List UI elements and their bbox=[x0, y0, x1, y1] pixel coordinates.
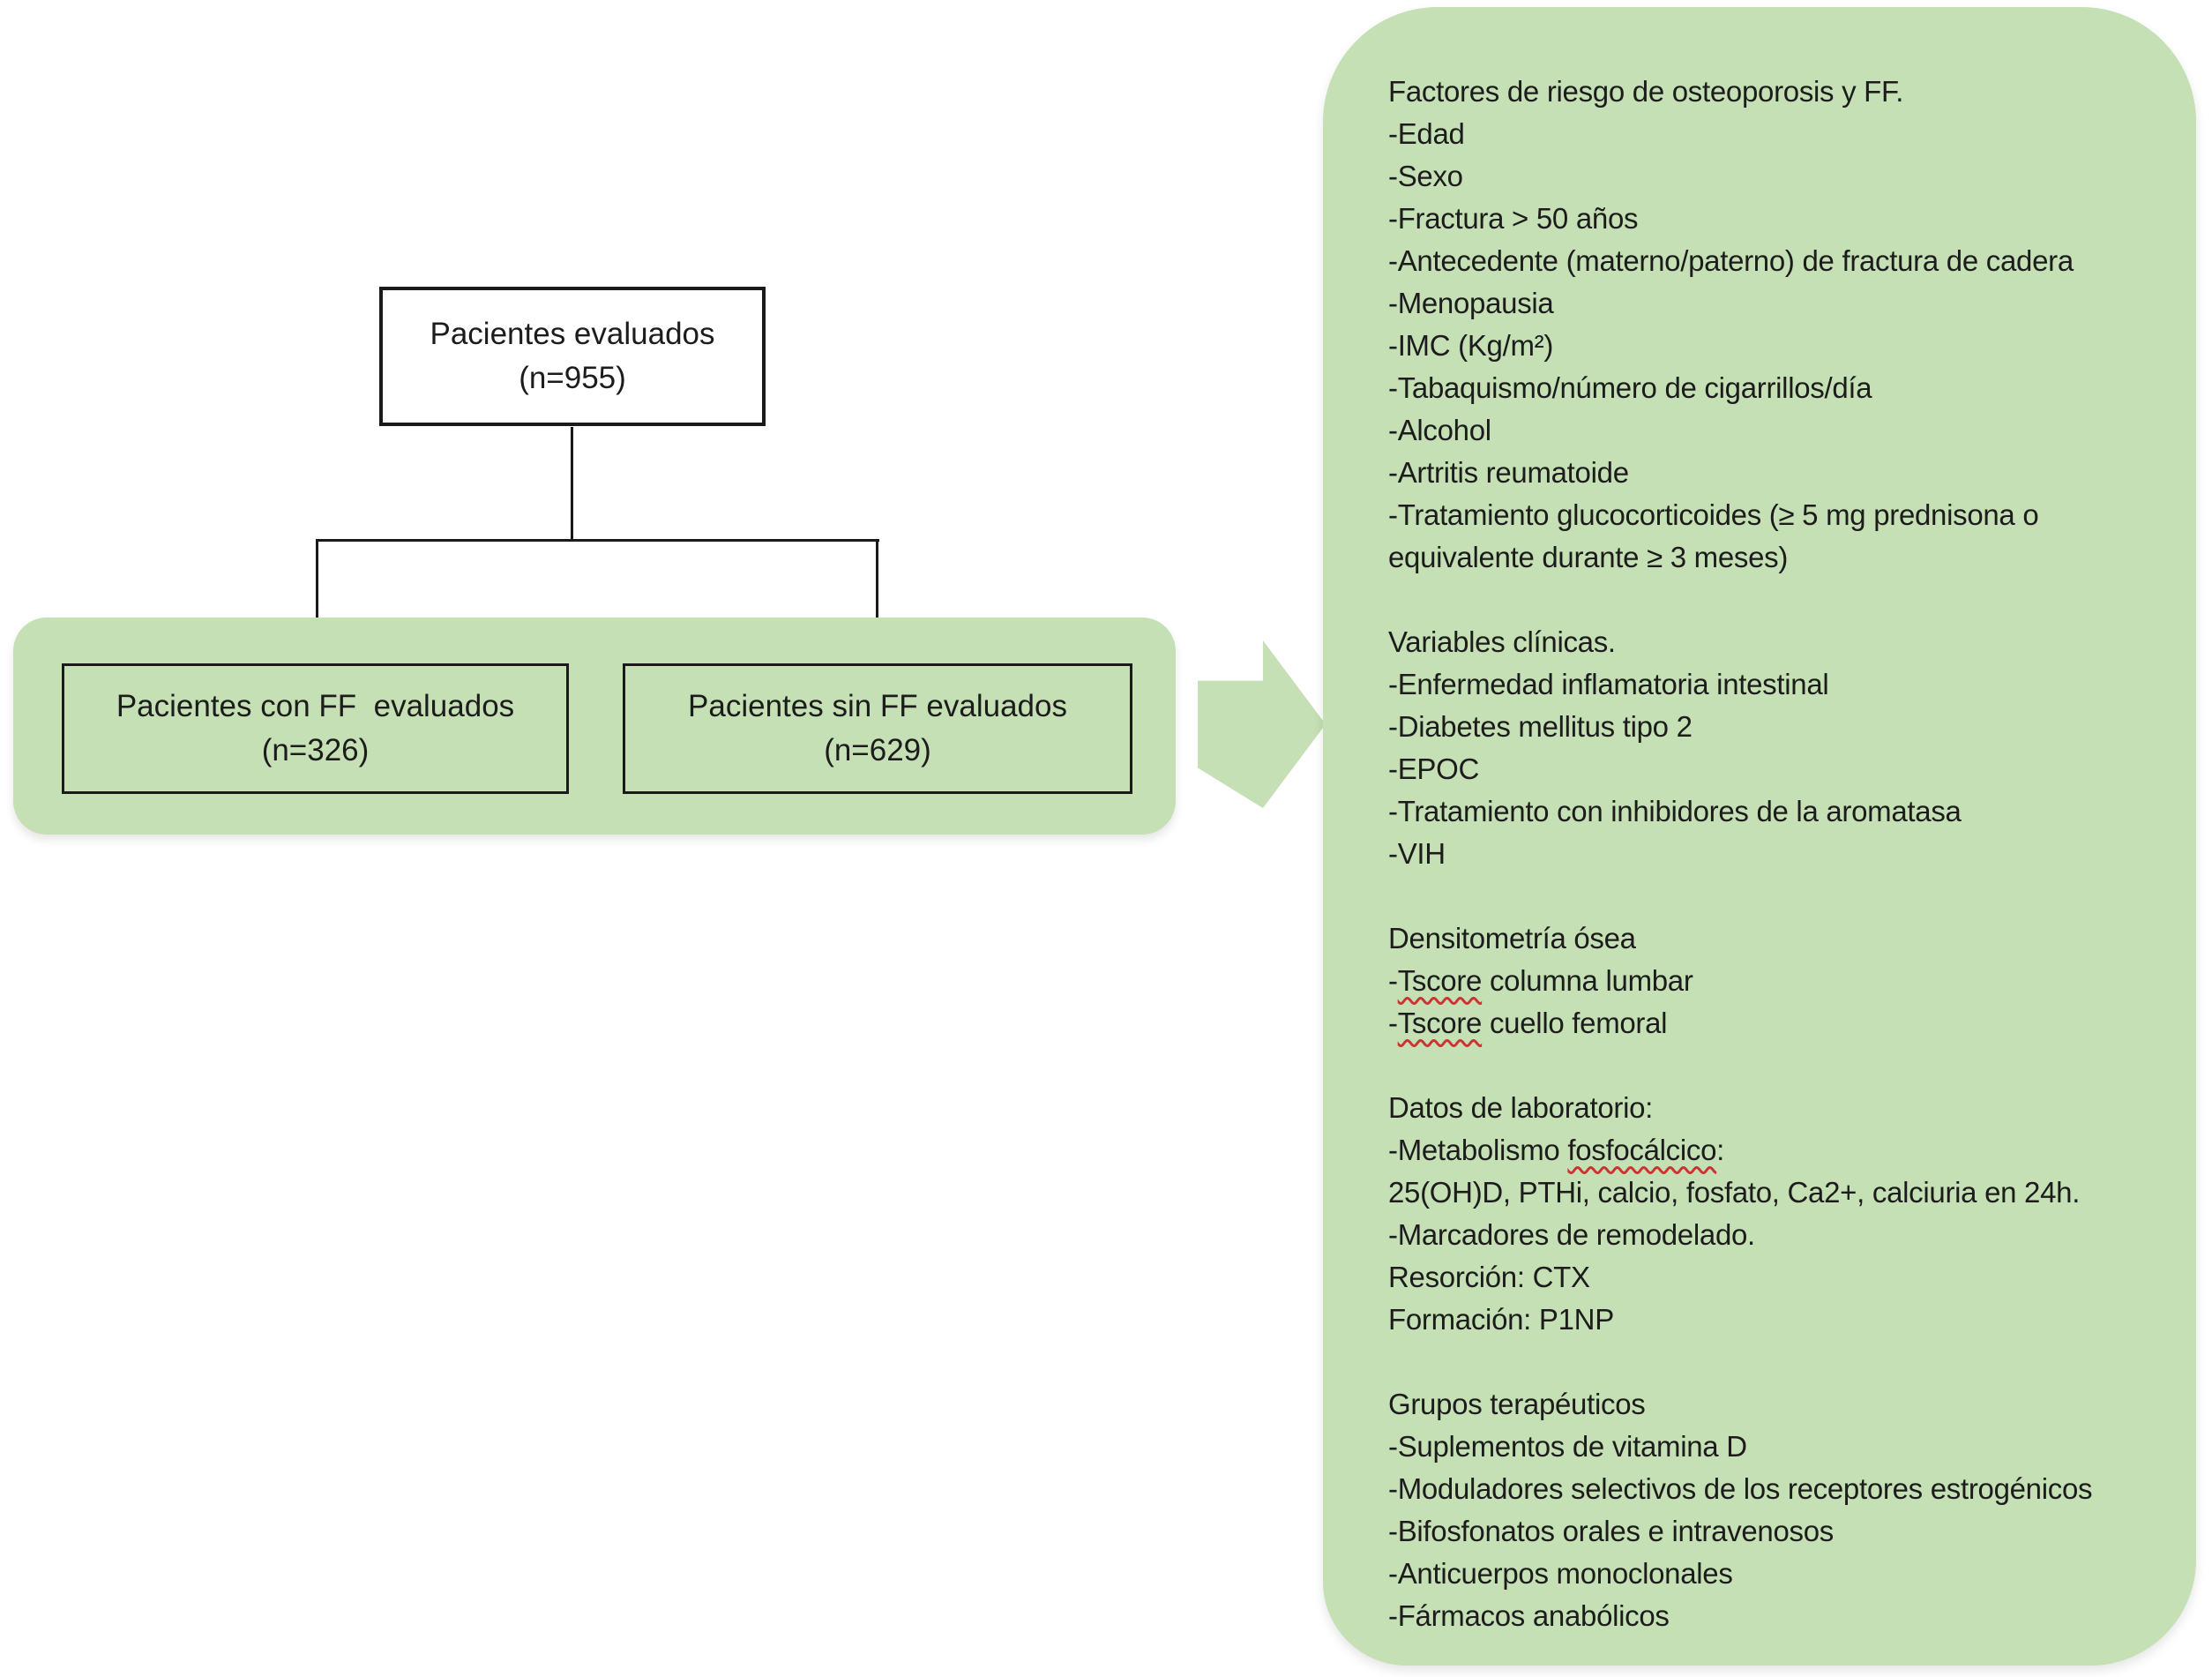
connector-vertical-right bbox=[876, 539, 878, 647]
panel-item: -Antecedente (materno/paterno) de fractu… bbox=[1388, 244, 2074, 277]
panel-section: Factores de riesgo de osteoporosis y FF.… bbox=[1388, 71, 2171, 579]
box-pacientes-sin-ff: Pacientes sin FF evaluados (n=629) bbox=[623, 663, 1132, 794]
panel-item: 25(OH)D, PTHi, calcio, fosfato, Ca2+, ca… bbox=[1388, 1176, 2081, 1209]
panel-item: -EPOC bbox=[1388, 752, 1480, 785]
panel-item: -Diabetes mellitus tipo 2 bbox=[1388, 710, 1693, 743]
box-sin-ff-label: Pacientes sin FF evaluados bbox=[688, 689, 1067, 723]
panel-section: Densitometría ósea-Tscore columna lumbar… bbox=[1388, 917, 2171, 1044]
panel-item: -Tratamiento glucocorticoides (≥ 5 mg pr… bbox=[1388, 498, 2039, 531]
connector-vertical-left bbox=[316, 539, 318, 647]
box-pacientes-evaluados-label: Pacientes evaluados bbox=[430, 317, 715, 351]
panel-section-title: Factores de riesgo de osteoporosis y FF. bbox=[1388, 75, 1904, 108]
connector-horizontal-split bbox=[316, 539, 879, 542]
panel-item: -Suplementos de vitamina D bbox=[1388, 1430, 1747, 1463]
panel-item: -Tratamiento con inhibidores de la aroma… bbox=[1388, 795, 1962, 827]
box-sin-ff-count: (n=629) bbox=[824, 733, 931, 767]
panel-item: -Tscore columna lumbar bbox=[1388, 960, 2171, 1002]
misspelled-word: fosfocálcico bbox=[1567, 1134, 1717, 1166]
misspelled-word: Tscore bbox=[1397, 964, 1483, 997]
box-pacientes-evaluados: Pacientes evaluados (n=955) bbox=[379, 287, 766, 426]
panel-item: -IMC (Kg/m²) bbox=[1388, 329, 1554, 362]
panel-item-text: columna lumbar bbox=[1482, 964, 1693, 997]
panel-section-title: Grupos terapéuticos bbox=[1388, 1388, 1646, 1420]
connector-vertical-top bbox=[571, 427, 573, 542]
panel-item: -Anticuerpos monoclonales bbox=[1388, 1557, 1733, 1590]
panel-item: Resorción: CTX bbox=[1388, 1261, 1590, 1293]
panel-item: -Marcadores de remodelado. bbox=[1388, 1218, 1755, 1251]
panel-item-text: - bbox=[1388, 1007, 1398, 1039]
panel-section: Grupos terapéuticos -Suplementos de vitam… bbox=[1388, 1383, 2171, 1637]
panel-item-text: - bbox=[1388, 964, 1398, 997]
panel-item: -Moduladores selectivos de los receptore… bbox=[1388, 1472, 2093, 1505]
panel-item-text: -Metabolismo bbox=[1388, 1134, 1568, 1166]
panel-item: -Alcohol bbox=[1388, 414, 1491, 446]
right-block-arrow-icon bbox=[1198, 640, 1326, 808]
panel-item: -Sexo bbox=[1388, 160, 1463, 192]
box-con-ff-count: (n=326) bbox=[261, 733, 370, 767]
evaluated-groups-container bbox=[13, 618, 1176, 835]
panel-item: -Tabaquismo/número de cigarrillos/día bbox=[1388, 371, 1872, 404]
panel-section-title: Densitometría ósea bbox=[1388, 922, 1636, 955]
panel-item: Formación: P1NP bbox=[1388, 1303, 1614, 1336]
panel-item: -Fármacos anabólicos bbox=[1388, 1599, 1670, 1632]
panel-item: equivalente durante ≥ 3 meses) bbox=[1388, 541, 1789, 573]
variables-panel: Factores de riesgo de osteoporosis y FF.… bbox=[1323, 7, 2196, 1666]
box-pacientes-con-ff: Pacientes con FF evaluados (n=326) bbox=[62, 663, 569, 794]
box-pacientes-evaluados-count: (n=955) bbox=[519, 361, 626, 395]
panel-item: -Bifosfonatos orales e intravenosos bbox=[1388, 1515, 1834, 1547]
panel-section-title: Datos de laboratorio: bbox=[1388, 1091, 1654, 1124]
panel-section: Datos de laboratorio: -Metabolismo fosfoc… bbox=[1388, 1087, 2171, 1341]
panel-item: -VIH bbox=[1388, 837, 1446, 870]
panel-item: -Fractura > 50 años bbox=[1388, 202, 1639, 235]
panel-item: -Artritis reumatoide bbox=[1388, 456, 1629, 489]
panel-item-text: cuello femoral bbox=[1482, 1007, 1668, 1039]
misspelled-word: Tscore bbox=[1397, 1007, 1483, 1039]
panel-item: -Edad bbox=[1388, 117, 1465, 150]
panel-item: -Metabolismo fosfocálcico: bbox=[1388, 1129, 2171, 1172]
box-con-ff-label: Pacientes con FF evaluados bbox=[116, 689, 515, 723]
panel-item-text: : bbox=[1716, 1134, 1725, 1166]
panel-section-title: Variables clínicas. bbox=[1388, 625, 1616, 658]
panel-section: Variables clínicas. -Enfermedad inflamato… bbox=[1388, 621, 2171, 875]
panel-item: -Tscore cuello femoral bbox=[1388, 1002, 2171, 1044]
panel-item: -Enfermedad inflamatoria intestinal bbox=[1388, 668, 1829, 700]
panel-item: -Menopausia bbox=[1388, 287, 1554, 319]
